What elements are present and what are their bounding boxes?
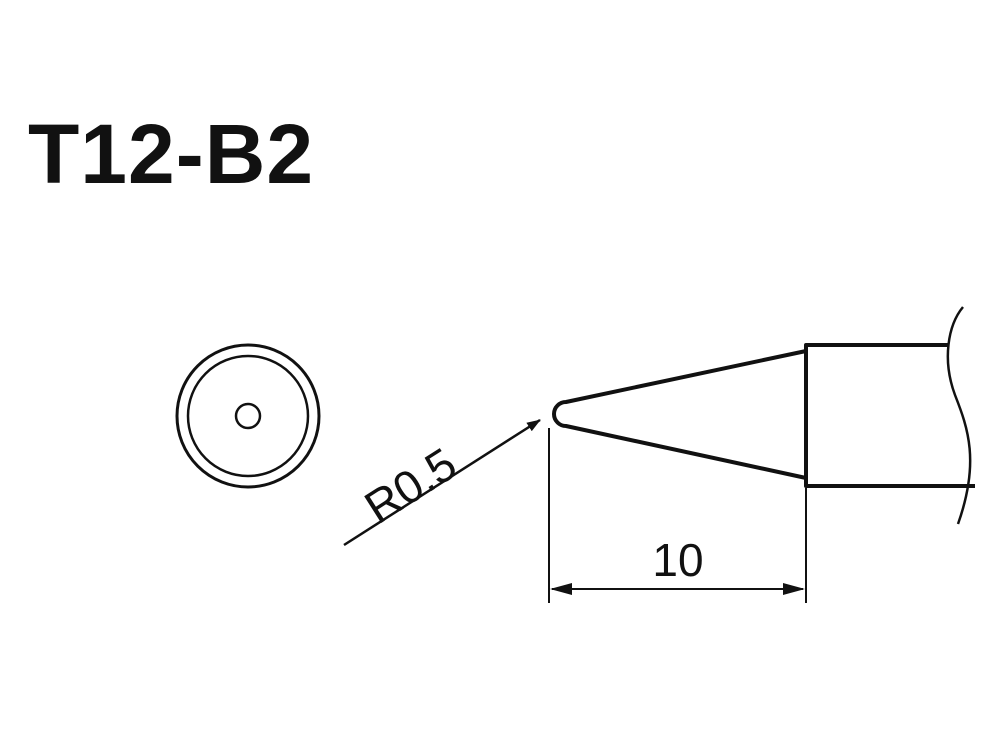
tip-end-view [175, 343, 321, 489]
dimension-arrow-left [550, 583, 572, 595]
shaft-body [804, 343, 975, 488]
radius-callout: R0.5 [343, 418, 541, 547]
length-dimension: 10 [548, 428, 807, 603]
end-view-inner-circle [186, 354, 310, 478]
part-number-title: T12-B2 [28, 107, 315, 201]
radius-leader-line [343, 418, 541, 547]
shaft-break-line [946, 306, 972, 525]
end-view-tip-point [234, 402, 262, 430]
length-label: 10 [652, 534, 703, 586]
dimension-arrow-right [783, 583, 805, 595]
cone-profile [552, 349, 807, 480]
radius-label: R0.5 [355, 437, 465, 533]
end-view-outer-circle [175, 343, 321, 489]
tip-side-view [552, 306, 975, 525]
